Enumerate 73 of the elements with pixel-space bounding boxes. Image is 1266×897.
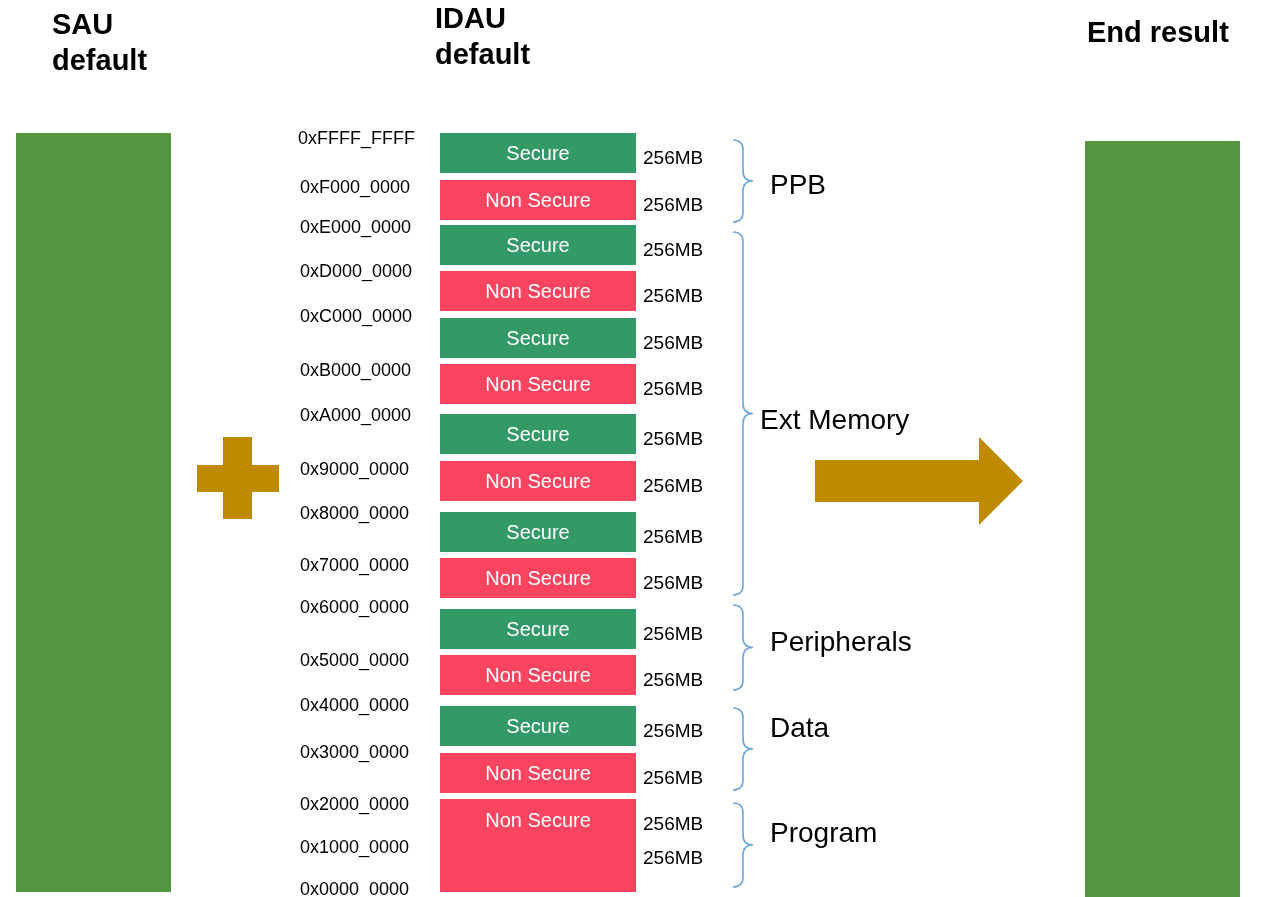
address-label: 0x7000_0000: [300, 554, 410, 576]
memory-region-block: [440, 364, 636, 404]
address-label: 0x9000_0000: [300, 458, 410, 480]
memory-region-block: [440, 461, 636, 501]
size-label: 256MB: [643, 847, 704, 869]
memory-region-block: [440, 414, 636, 454]
size-label: 256MB: [643, 720, 704, 742]
address-label: 0x6000_0000: [300, 596, 410, 618]
column-heading: SAU default: [52, 7, 149, 78]
address-label: 0x5000_0000: [300, 649, 410, 671]
memory-region-block: [440, 225, 636, 265]
address-label: 0x2000_0000: [300, 793, 410, 815]
region-name: Ext Memory: [760, 404, 910, 436]
size-label: 256MB: [643, 428, 704, 450]
size-label: 256MB: [643, 378, 704, 400]
size-label: 256MB: [643, 285, 704, 307]
region-label: Secure: [506, 422, 570, 446]
size-label: 256MB: [643, 147, 704, 169]
address-label: 0xA000_0000: [300, 404, 412, 426]
region-name: PPB: [770, 169, 827, 201]
memory-region-block: [440, 318, 636, 358]
address-label: 0xFFFF_FFFF: [298, 127, 415, 149]
address-label: 0xF000_0000: [300, 176, 411, 198]
memory-region-block: [440, 799, 636, 892]
memory-region-block: [440, 558, 636, 598]
region-name: Data: [770, 712, 830, 744]
memory-bar: [1085, 141, 1240, 897]
region-label: Secure: [506, 714, 570, 738]
size-label: 256MB: [643, 475, 704, 497]
memory-region-block: [440, 512, 636, 552]
region-name: Peripherals: [770, 626, 912, 658]
memory-region-block: [440, 609, 636, 649]
region-label: Secure: [506, 326, 570, 350]
region-label: Secure: [506, 141, 570, 165]
region-label: Non Secure: [485, 663, 591, 687]
memory-region-block: [440, 271, 636, 311]
address-label: 0x3000_0000: [300, 741, 410, 763]
size-label: 256MB: [643, 669, 704, 691]
memory-bar: [16, 133, 171, 892]
region-label: Secure: [506, 520, 570, 544]
size-label: 256MB: [643, 194, 704, 216]
size-label: 256MB: [643, 239, 704, 261]
memory-region-block: [440, 706, 636, 746]
memory-region-block: [440, 655, 636, 695]
region-label: Non Secure: [485, 372, 591, 396]
address-label: 0x8000_0000: [300, 502, 410, 524]
address-label: 0xC000_0000: [300, 305, 413, 327]
address-label: 0xE000_0000: [300, 216, 412, 238]
region-label: Non Secure: [485, 566, 591, 590]
address-label: 0xB000_0000: [300, 359, 412, 381]
memory-region-block: [440, 753, 636, 793]
region-label: Non Secure: [485, 469, 591, 493]
size-label: 256MB: [643, 526, 704, 548]
address-label: 0x1000_0000: [300, 836, 410, 858]
size-label: 256MB: [643, 332, 704, 354]
region-label: Secure: [506, 233, 570, 257]
address-label: 0xD000_0000: [300, 260, 413, 282]
region-label: Non Secure: [485, 761, 591, 785]
region-label: Non Secure: [485, 809, 591, 832]
region-name: Program: [770, 817, 878, 849]
address-label: 0x4000_0000: [300, 694, 410, 716]
region-label: Non Secure: [485, 279, 591, 303]
size-label: 256MB: [643, 813, 704, 835]
address-label: 0x0000_0000: [300, 878, 410, 897]
size-label: 256MB: [643, 623, 704, 645]
column-heading: End result: [1087, 15, 1229, 50]
memory-region-block: [440, 133, 636, 173]
size-label: 256MB: [643, 572, 704, 594]
memory-region-block: [440, 180, 636, 220]
column-heading: IDAU default: [435, 0, 555, 72]
region-label: Secure: [506, 617, 570, 641]
size-label: 256MB: [643, 767, 704, 789]
region-label: Non Secure: [485, 188, 591, 212]
